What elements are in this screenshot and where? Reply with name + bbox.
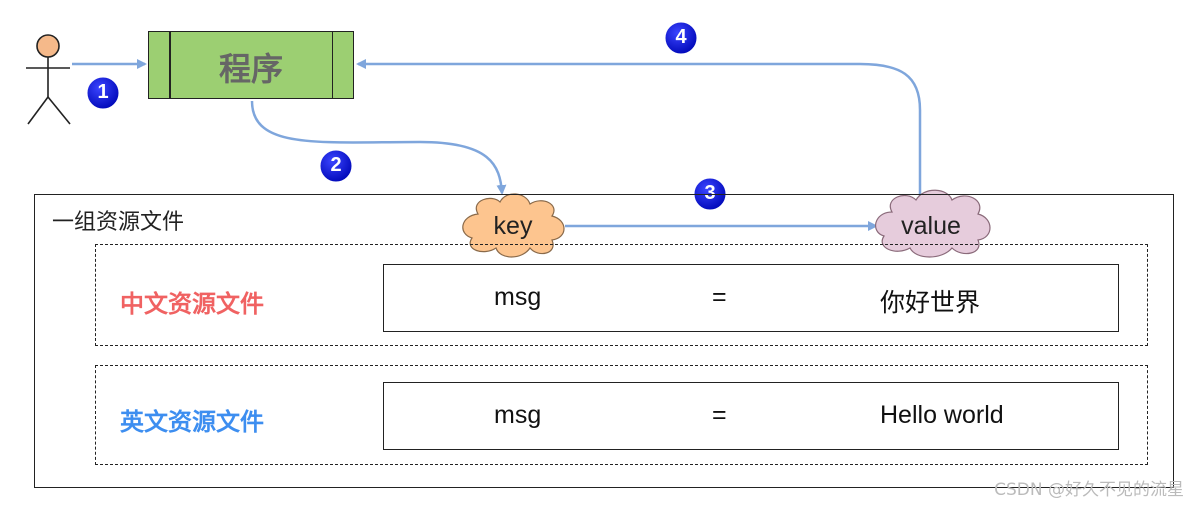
step-badge-4-number: 4 [675,26,687,48]
program-box-right-bar [331,32,333,98]
watermark: CSDN @好久不见的流星 [994,480,1184,500]
step-badge-3-number: 3 [704,182,716,204]
step-badge-2-number: 2 [330,154,342,176]
program-label: 程序 [218,50,283,88]
step-badge-2 [317,147,355,185]
chinese-kv-equals: = [712,283,727,311]
chinese-kv-row: msg = 你好世界 [383,264,1119,332]
chinese-resource-file-box [95,244,1148,346]
step-badge-1 [84,74,122,112]
chinese-kv-key: msg [494,283,542,311]
english-kv-equals: = [712,401,727,429]
program-box: 程序 [148,31,354,99]
value-cloud [875,189,991,258]
arrow-program-to-key [250,100,507,195]
key-cloud [462,193,565,258]
english-kv-row: msg = Hello world [383,382,1119,450]
program-box-left-bar [169,32,171,98]
resource-group-title: 一组资源文件 [52,210,185,235]
english-resource-file-box [95,365,1148,465]
key-label: key [493,212,533,240]
english-kv-key: msg [494,401,542,429]
user-actor-icon [26,34,71,125]
arrow-value-to-program [356,59,922,198]
english-resource-file-label: 英文资源文件 [120,408,264,436]
english-kv-value: Hello world [880,401,1004,429]
step-badge-4 [662,19,700,57]
resource-group-box [34,194,1174,488]
step-badge-1-number: 1 [97,81,109,103]
chinese-resource-file-label: 中文资源文件 [120,290,264,318]
value-label: value [901,212,961,240]
chinese-kv-value: 你好世界 [880,288,981,317]
